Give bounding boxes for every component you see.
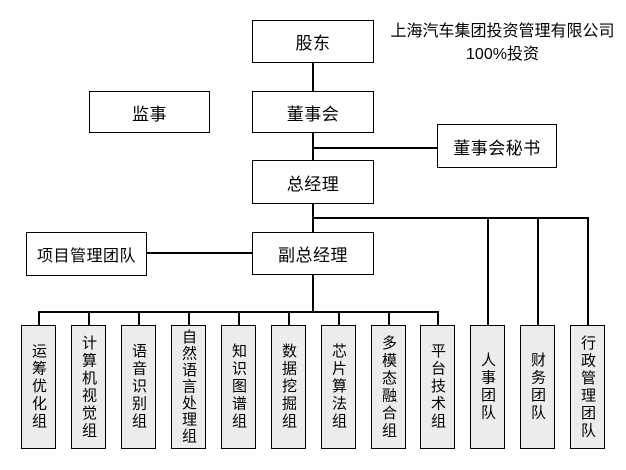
connector-shareholder-board (312, 63, 314, 91)
group-label: 知识图谱组 (230, 343, 247, 431)
connector-dgm-groups (312, 275, 314, 312)
node-team-hr: 人事团队 (470, 325, 505, 449)
group-label: 语音识别组 (130, 343, 147, 431)
group-label: 芯片算法组 (330, 343, 347, 431)
connector-drop-finance-team (537, 217, 539, 325)
node-team-admin: 行政管理团队 (570, 325, 605, 449)
node-group-operations-research: 运筹优化组 (21, 325, 56, 449)
connector-drop-group-2 (88, 311, 90, 325)
connector-gm-teams-bus (312, 217, 589, 219)
connector-drop-group-5 (238, 311, 240, 325)
node-group-platform-technology: 平台技术组 (420, 325, 455, 449)
connector-drop-group-4 (188, 311, 190, 325)
team-label: 财务团队 (529, 352, 546, 422)
node-group-multimodal-fusion: 多模态融合组 (371, 325, 406, 449)
node-deputy-general-manager: 副总经理 (252, 232, 374, 275)
connector-drop-group-9 (437, 311, 439, 325)
investment-percentage: 100%投资 (466, 46, 539, 63)
group-label: 多模态融合组 (380, 334, 397, 440)
connector-drop-admin-team (587, 217, 589, 325)
connector-drop-hr-team (487, 217, 489, 325)
node-board-secretary: 董事会秘书 (437, 124, 557, 168)
node-board-of-directors: 董事会 (252, 91, 374, 133)
group-label: 平台技术组 (429, 343, 446, 431)
node-group-data-mining: 数据挖掘组 (271, 325, 306, 449)
group-label: 自然语言处理组 (180, 329, 197, 445)
team-label: 人事团队 (479, 352, 496, 422)
node-group-chip-algorithm: 芯片算法组 (321, 325, 356, 449)
connector-board-secretary (312, 147, 437, 149)
node-shareholder: 股东 (252, 20, 374, 63)
connector-drop-group-3 (138, 311, 140, 325)
node-general-manager: 总经理 (252, 160, 374, 204)
node-group-speech-recognition: 语音识别组 (121, 325, 156, 449)
node-group-knowledge-graph: 知识图谱组 (221, 325, 256, 449)
investor-annotation: 上海汽车集团投资管理有限公司 100%投资 (380, 20, 625, 66)
connector-board-gm (312, 133, 314, 160)
node-group-nlp: 自然语言处理组 (171, 325, 206, 449)
team-label: 行政管理团队 (579, 334, 596, 440)
node-supervisor: 监事 (89, 91, 210, 133)
group-label: 计算机视觉组 (80, 334, 97, 440)
investor-company-name: 上海汽车集团投资管理有限公司 (390, 23, 615, 40)
group-label: 数据挖掘组 (280, 343, 297, 431)
node-project-management-team: 项目管理团队 (26, 232, 147, 276)
node-team-finance: 财务团队 (520, 325, 555, 449)
connector-drop-group-8 (388, 311, 390, 325)
group-label: 运筹优化组 (30, 343, 47, 431)
connector-drop-group-7 (338, 311, 340, 325)
node-group-computer-vision: 计算机视觉组 (71, 325, 106, 449)
connector-drop-group-6 (288, 311, 290, 325)
connector-pm-team-dgm (147, 252, 252, 254)
connector-drop-group-1 (38, 311, 40, 325)
